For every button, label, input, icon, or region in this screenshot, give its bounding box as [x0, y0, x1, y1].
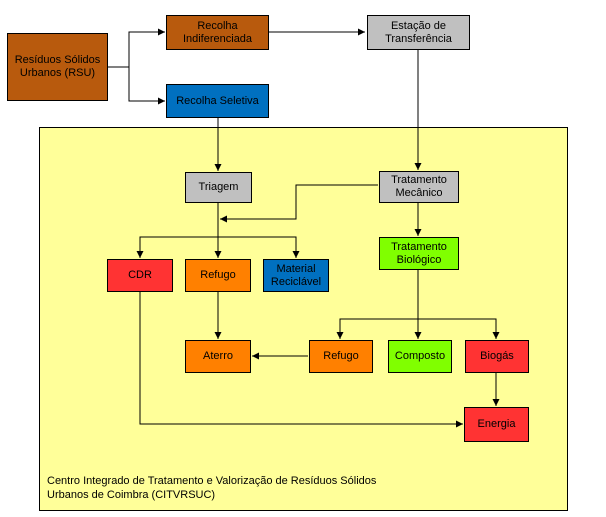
node-recolha-indiferenciada: Recolha Indiferenciada	[166, 15, 269, 50]
node-rsu: Resíduos Sólidos Urbanos (RSU)	[7, 33, 108, 101]
node-aterro: Aterro	[185, 340, 251, 373]
edge-rsu-seletiva	[128, 67, 165, 105]
node-material-reciclavel: Material Reciclável	[263, 259, 329, 292]
node-recolha-seletiva: Recolha Seletiva	[166, 84, 269, 118]
node-refugo-biologico: Refugo	[309, 340, 373, 373]
node-refugo-triagem: Refugo	[185, 259, 251, 292]
edge-biologico-biogas	[418, 318, 500, 339]
node-composto: Composto	[388, 340, 452, 373]
edge-cdr-energia	[139, 292, 463, 428]
edge-biologico-refugo	[336, 318, 418, 339]
node-energia: Energia	[464, 407, 529, 442]
node-estacao-transferencia: Estação de Transferência	[367, 15, 470, 50]
node-tratamento-mecanico: Tratamento Mecânico	[379, 171, 459, 203]
edge-triagem-material	[218, 236, 300, 258]
node-tratamento-biologico: Tratamento Biológico	[379, 237, 459, 270]
edge-rsu-indiferenciada	[108, 28, 165, 68]
edge-triagem-cdr	[136, 236, 218, 258]
edge-mecanico-triagem	[220, 184, 378, 223]
node-biogas: Biogás	[465, 340, 529, 373]
node-triagem: Triagem	[185, 172, 252, 203]
node-cdr: CDR	[107, 259, 173, 292]
region-caption: Centro Integrado de Tratamento e Valoriz…	[47, 475, 377, 501]
